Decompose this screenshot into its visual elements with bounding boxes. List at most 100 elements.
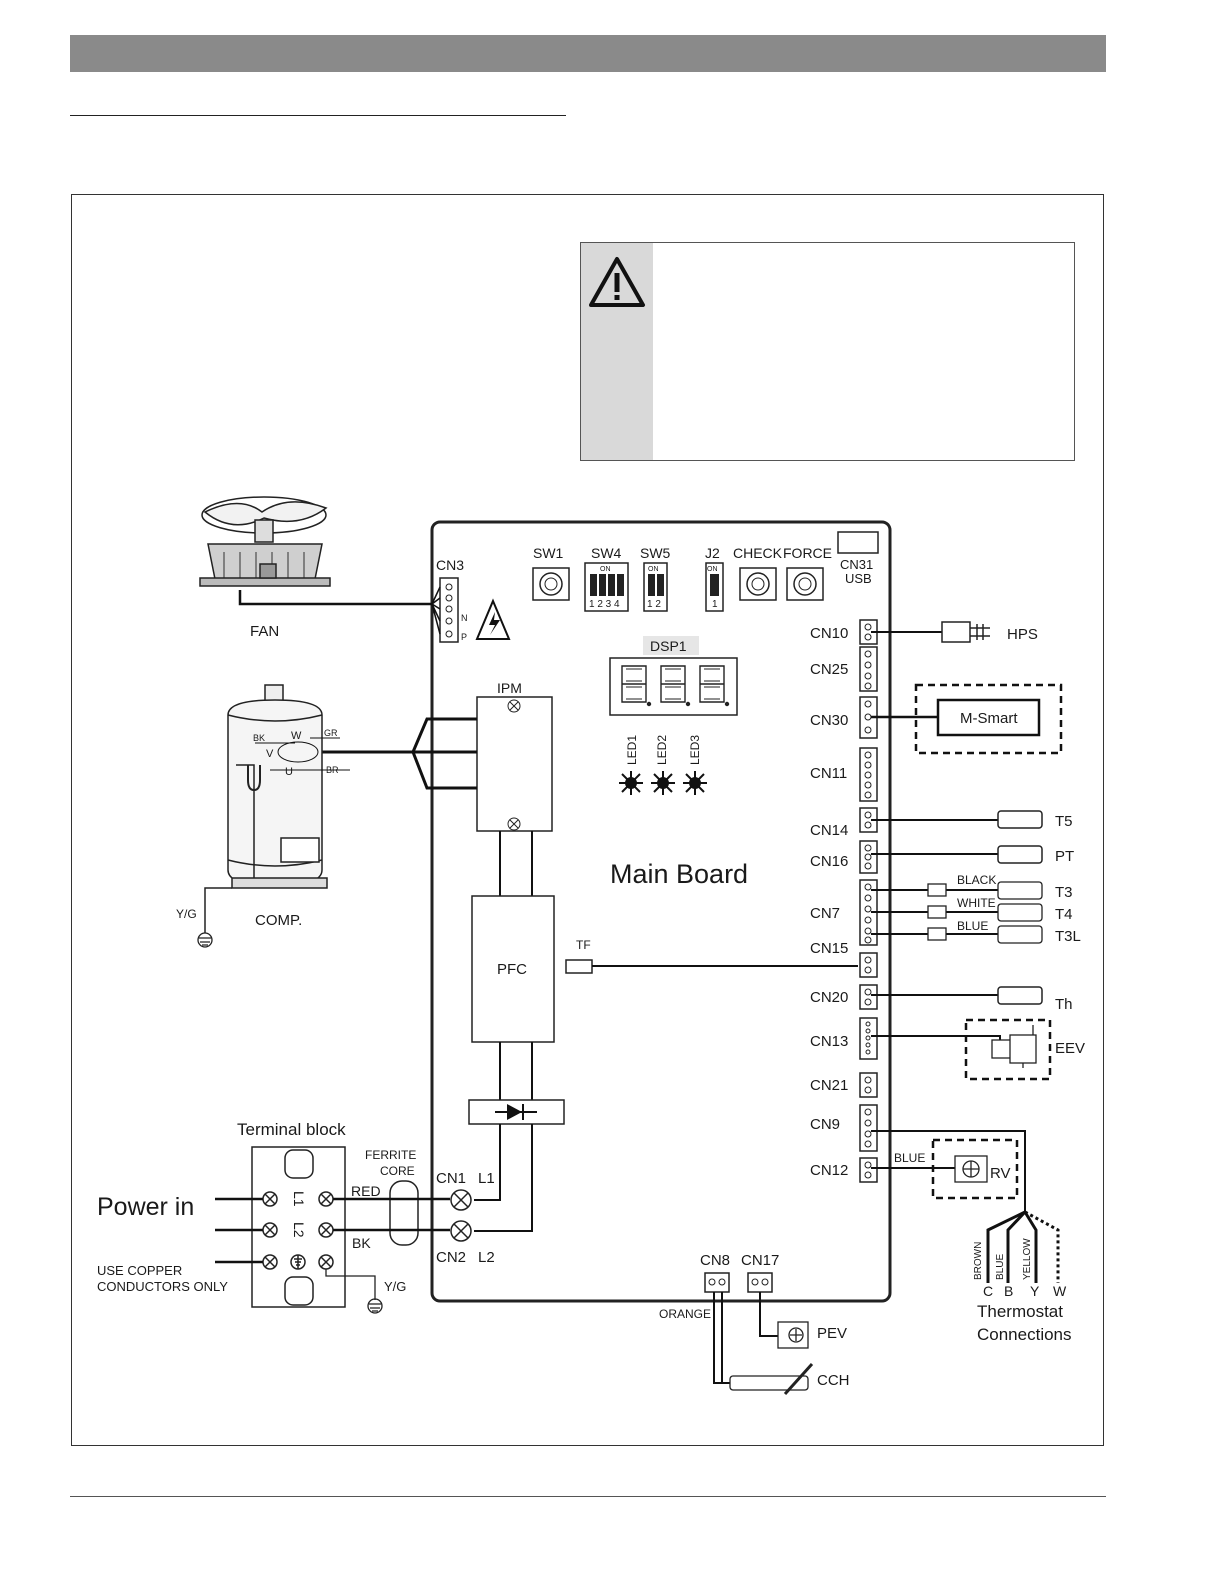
cn30-label: CN30 [810, 712, 848, 729]
fan-motor [199, 496, 432, 606]
cn20-connector [859, 984, 878, 1010]
caution-box [580, 242, 1075, 461]
led1-label: LED1 [625, 735, 639, 765]
check-label: CHECK [733, 545, 783, 561]
cn14-label: CN14 [810, 822, 848, 839]
j2-on-label: ON [707, 566, 718, 573]
tb-l1-label: L1 [291, 1191, 307, 1207]
terminal-block-label: Terminal block [237, 1120, 346, 1139]
sw4-dip-switch[interactable] [584, 562, 629, 612]
th-label: Th [1055, 996, 1073, 1013]
comp-w-label: W [291, 730, 302, 742]
cn8-label: CN8 [700, 1252, 730, 1269]
led3-label: LED3 [688, 735, 702, 765]
seven-segment-display [609, 657, 738, 716]
compressor [204, 684, 328, 933]
sw5-dip-switch[interactable] [643, 562, 668, 612]
thermostat-wire-yellow: YELLOW [1022, 1238, 1033, 1280]
m-smart-label: M-Smart [960, 710, 1018, 727]
cn3-p-label: P [461, 632, 467, 642]
force-button[interactable] [786, 567, 824, 601]
cn20-label: CN20 [810, 989, 848, 1006]
rv-optional-boundary [931, 1138, 1019, 1200]
ipm-label: IPM [497, 680, 522, 696]
check-button[interactable] [739, 567, 777, 601]
cn11-connector [859, 747, 878, 802]
cn3-connector [439, 577, 459, 643]
pev-valve [777, 1321, 809, 1349]
comp-ground-label: Y/G [176, 907, 197, 921]
thermostat-label-2: Connections [977, 1325, 1072, 1344]
t4-sensor [997, 903, 1043, 922]
led2-label: LED2 [655, 735, 669, 765]
led3-icon [683, 771, 707, 795]
footer-rule [70, 1496, 1106, 1497]
tb-ground-label: Y/G [384, 1279, 406, 1294]
sw5-numbers: 1 2 [647, 599, 661, 610]
pev-label: PEV [817, 1325, 847, 1342]
cn15-connector [859, 952, 878, 978]
cn16-connector [859, 840, 878, 874]
cn25-connector [859, 646, 878, 692]
high-voltage-icon [475, 598, 511, 640]
cn25-label: CN25 [810, 661, 848, 678]
cn3-n-label: N [461, 613, 468, 623]
cn21-connector [859, 1072, 878, 1098]
led1-icon [619, 771, 643, 795]
caution-sidebar [581, 243, 653, 460]
cn2-terminal [450, 1220, 472, 1242]
sw4-label: SW4 [591, 545, 622, 561]
t4-wire-color: WHITE [957, 896, 996, 910]
rv-wire-color: BLUE [894, 1151, 925, 1165]
t3-plug [927, 883, 947, 897]
ipm-module [476, 696, 553, 832]
thermostat-wire-blue: BLUE [995, 1254, 1006, 1280]
power-in-label: Power in [97, 1193, 194, 1221]
dsp1-label-bg [643, 636, 699, 655]
red-wire-label: RED [351, 1183, 381, 1199]
j2-jumper[interactable] [705, 562, 724, 612]
cn2-label: CN2 [436, 1249, 466, 1266]
th-sensor [997, 986, 1043, 1005]
t5-sensor [997, 810, 1043, 829]
eev-valve [991, 1025, 1037, 1068]
led-indicators [619, 771, 707, 795]
cn31-label: CN31 [840, 557, 873, 572]
hps-label: HPS [1007, 626, 1038, 643]
cn31-usb-port[interactable] [837, 531, 879, 554]
eev-optional-boundary [964, 1018, 1052, 1081]
tf-sensor [565, 959, 593, 974]
rectifier-bridge [468, 1099, 565, 1125]
cch-label: CCH [817, 1372, 850, 1389]
main-board-label: Main Board [610, 859, 748, 889]
thermostat-wires [986, 1210, 1060, 1283]
l1-label: L1 [478, 1170, 495, 1187]
cn9-label: CN9 [810, 1116, 840, 1133]
l2-label: L2 [478, 1249, 495, 1266]
t3-wire-color: BLACK [957, 873, 996, 887]
cn15-label: CN15 [810, 940, 848, 957]
bk-wire-label: BK [352, 1235, 371, 1251]
cn13-label: CN13 [810, 1033, 848, 1050]
ipm-to-compressor-wires [300, 717, 477, 790]
fan-label: FAN [250, 623, 279, 640]
cn1-label: CN1 [436, 1170, 466, 1187]
t3l-plug [927, 927, 947, 941]
header-bar [70, 35, 1106, 72]
rv-label: RV [990, 1165, 1011, 1182]
sw5-label: SW5 [640, 545, 671, 561]
sw1-button[interactable] [532, 567, 570, 601]
warning-triangle-icon [589, 257, 645, 307]
thermostat-terminal-b: B [1004, 1283, 1013, 1299]
comp-bk-label: BK [253, 733, 265, 743]
t3-sensor [997, 881, 1043, 900]
pt-sensor [997, 845, 1043, 864]
sw4-numbers: 1 2 3 4 [589, 599, 620, 610]
eev-label: EEV [1055, 1040, 1085, 1057]
pfc-label: PFC [497, 961, 527, 978]
ferrite-core [389, 1180, 419, 1246]
cn7-label: CN7 [810, 905, 840, 922]
cn12-connector [859, 1157, 878, 1183]
cn11-label: CN11 [810, 765, 847, 782]
t5-label: T5 [1055, 813, 1073, 830]
